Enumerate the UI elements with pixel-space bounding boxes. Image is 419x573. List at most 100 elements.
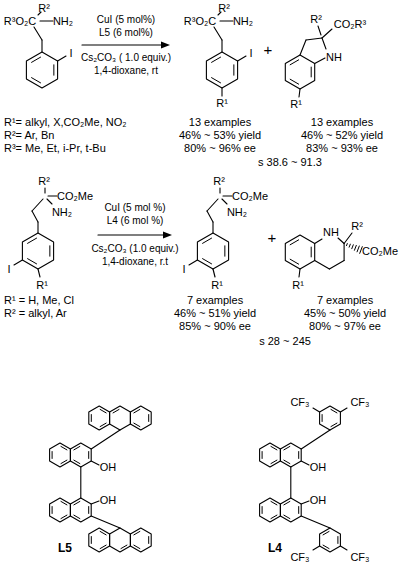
structure-label: 46% ~ 52% yield [301, 129, 383, 141]
bond-line [134, 531, 140, 534]
bond-line [306, 38, 322, 40]
bond-line [284, 460, 290, 463]
bond-line [219, 188, 220, 193]
bond-line [354, 245, 356, 250]
bond-line [100, 531, 106, 534]
structure-label: 1,4-dioxane, r.t [102, 256, 168, 268]
structure-label: L5 (6 mol%) [99, 27, 153, 39]
structure-label: OH [310, 461, 327, 473]
structure-label: CuI (5 mol %) [104, 202, 165, 214]
bond-line [337, 537, 338, 544]
structure-label: 46% ~ 53% yield [179, 129, 261, 141]
bond-line [74, 515, 80, 518]
bond-line [28, 259, 37, 264]
bond-line [299, 89, 300, 97]
bond-line [298, 452, 299, 459]
ring-outline [280, 443, 301, 467]
bond-line [91, 415, 92, 422]
bond-line [262, 507, 263, 514]
bond-line [220, 20, 233, 21]
bond-line [91, 461, 99, 465]
bond-line [189, 260, 197, 265]
bond-line [299, 269, 300, 277]
bond-line [91, 516, 120, 528]
structure-label: CO₂Me [57, 190, 93, 202]
structure-label: R² = alkyl, Ar [4, 307, 67, 319]
structure-label: L5 [58, 542, 72, 554]
bond-line [315, 239, 322, 244]
bond-line [214, 27, 222, 40]
structure-label: R¹ [216, 97, 228, 109]
structure-label: R³= Me, Et, i-Pr, t-Bu [4, 142, 106, 154]
ring-outline [110, 406, 131, 430]
structure-label: s 38.6 ~ 91.3 [258, 156, 322, 168]
bond-line [32, 211, 38, 222]
structure-label: + [268, 230, 277, 246]
bond-line [212, 57, 221, 62]
bond-line [113, 409, 119, 412]
bond-line [91, 537, 92, 544]
bond-line [14, 260, 22, 265]
structure-label: 80% ~ 97% ee [309, 320, 381, 332]
structure-label: 85% ~ 90% ee [179, 320, 251, 332]
bond-line [323, 545, 329, 548]
structure-label: NH₂ [227, 206, 247, 218]
bond-line [290, 79, 299, 84]
bond-line [238, 56, 246, 61]
bond-line [344, 233, 352, 244]
structure-label: 83% ~ 93% ee [306, 142, 378, 154]
bond-line [360, 247, 363, 254]
structure-label: I [8, 263, 11, 275]
bond-line [222, 199, 227, 204]
bond-line [61, 515, 67, 518]
bond-line [290, 259, 299, 264]
structure-label: R³O₂C [184, 15, 216, 27]
bond-line [212, 222, 213, 233]
bond-line [28, 238, 37, 243]
bond-line [331, 423, 337, 426]
bond-line [61, 446, 67, 449]
ring-outline [280, 498, 301, 522]
bond-line [61, 501, 67, 504]
bond-line [34, 27, 42, 40]
bond-line [318, 26, 321, 35]
bond-line [315, 58, 325, 64]
bond-line [340, 408, 347, 412]
ring-outline [130, 528, 151, 552]
bond-line [134, 545, 140, 548]
ring-outline [197, 233, 228, 269]
bond-line [224, 246, 225, 256]
bond-line [32, 57, 41, 62]
structure-label: s 28 ~ 245 [259, 335, 311, 347]
bond-line [315, 261, 330, 270]
bond-line [61, 460, 67, 463]
bond-line [121, 545, 127, 548]
bond-line [298, 507, 299, 514]
bond-line [213, 269, 215, 277]
ring-outline [260, 498, 281, 522]
bond-line [344, 244, 345, 261]
bond-line [80, 467, 81, 498]
bond-line [134, 409, 140, 412]
ring-outline [130, 406, 151, 430]
structure-label: 80% ~ 96% ee [184, 142, 256, 154]
bond-line [58, 56, 66, 61]
bond-line [221, 88, 222, 96]
bond-line [74, 501, 80, 504]
bond-line [88, 507, 89, 514]
structure-label: R¹ [211, 279, 223, 291]
bond-line [311, 67, 312, 77]
structure-label: CF₃ [350, 396, 369, 408]
bond-line [233, 65, 234, 75]
bond-line [271, 460, 277, 463]
bond-line [352, 245, 354, 249]
bond-line [322, 415, 323, 422]
bond-line [271, 515, 277, 518]
structure-label: OH [310, 494, 327, 506]
bond-line [203, 259, 212, 264]
structure-label: CO₂Me [232, 190, 268, 202]
structure-label: 7 examples [187, 294, 243, 306]
structure-label: CF₃ [290, 396, 309, 408]
bond-line [271, 446, 277, 449]
bond-line [311, 247, 312, 257]
